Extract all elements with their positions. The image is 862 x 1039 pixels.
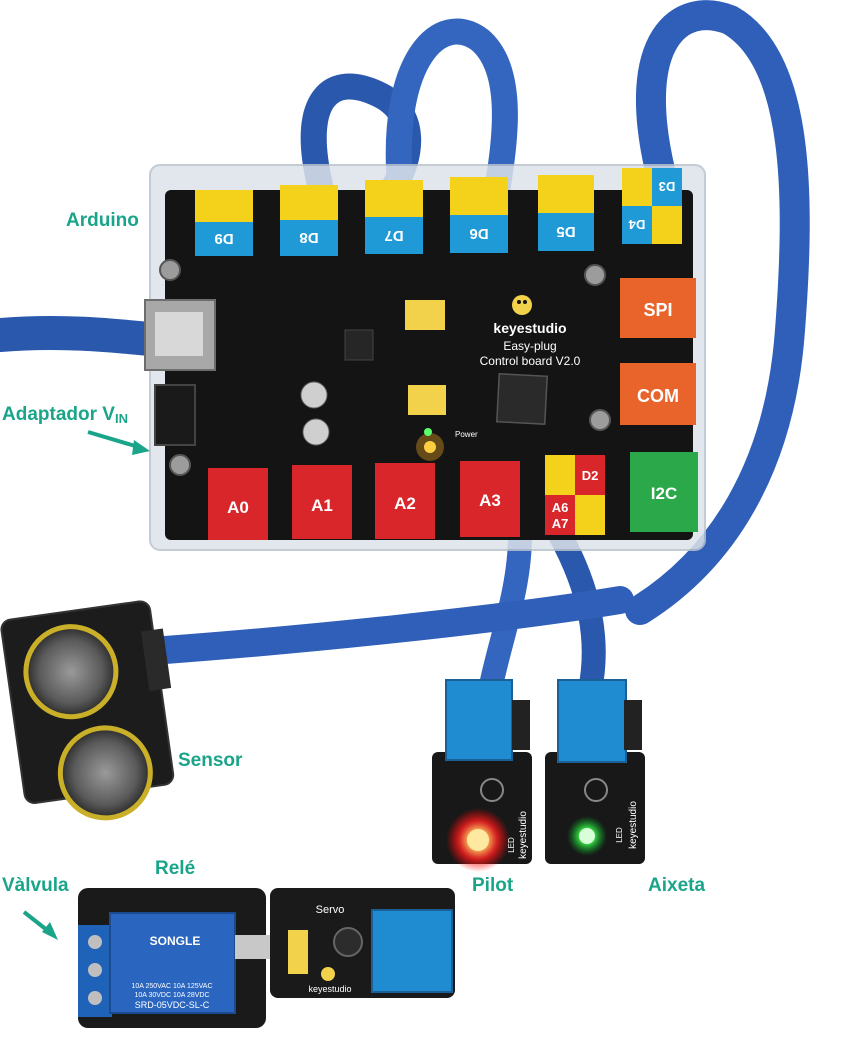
screw-tl [159, 259, 181, 281]
capacitor-2 [302, 418, 330, 446]
port-d6-label: D6 [469, 225, 488, 242]
cable-usb [0, 315, 177, 357]
power-led [424, 441, 436, 453]
servo-label: Servo [316, 904, 345, 916]
led-red-label: LED [507, 837, 516, 853]
label-adapter: Adaptador VIN [2, 404, 128, 426]
port-a3[interactable]: A3 [460, 461, 520, 537]
label-arduino: Arduino [66, 210, 139, 231]
port-d7[interactable]: D7 [365, 180, 423, 254]
relay-brand: SONGLE [150, 934, 201, 948]
servo-logo-icon [321, 967, 335, 981]
led-green-brand: keyestudio [628, 801, 639, 849]
port-a2[interactable]: A2 [375, 463, 435, 539]
relay-module: SONGLE 10A 250VAC 10A 125VAC 10A 30VDC 1… [78, 888, 277, 1028]
port-d3-d4[interactable]: D3 D4 [622, 168, 682, 244]
port-spi[interactable]: SPI [620, 278, 696, 338]
screw-tr [584, 264, 606, 286]
port-d2-label: D2 [582, 468, 599, 483]
arrow-valvula-icon [22, 910, 58, 940]
board-model-line1: Easy-plug [503, 339, 556, 353]
port-d5[interactable]: D5 [538, 175, 594, 251]
ribbon-cables [0, 0, 810, 702]
label-sensor: Sensor [178, 750, 243, 771]
port-i2c[interactable]: I2C [630, 452, 698, 532]
port-d9-label: D9 [214, 230, 233, 247]
top-ports: D9 D8 D7 D6 D5 [195, 168, 682, 256]
port-d8[interactable]: D8 [280, 185, 338, 256]
port-a1[interactable]: A1 [292, 465, 352, 539]
header-pins-1 [405, 300, 445, 330]
port-a7-label: A7 [552, 516, 569, 531]
port-a3-label: A3 [479, 491, 501, 510]
port-d2-a6-a7[interactable]: D2 A6 A7 [545, 455, 605, 535]
led-red-brand: keyestudio [518, 811, 529, 859]
microcontroller-chip [495, 372, 549, 426]
label-adapter-sub: IN [114, 411, 128, 426]
led-green-bulb [579, 828, 595, 844]
port-d3-label: D3 [659, 179, 676, 194]
port-com[interactable]: COM [620, 363, 696, 425]
led-red-bulb [467, 829, 489, 851]
port-d9[interactable]: D9 [195, 190, 253, 256]
cable-d3-loop [625, 0, 810, 625]
power-jack [154, 384, 196, 446]
port-d7-label: D7 [384, 227, 403, 244]
port-a2-label: A2 [394, 494, 416, 513]
relay-body [109, 912, 236, 1014]
port-a0[interactable]: A0 [208, 468, 268, 540]
led-green-label: LED [615, 827, 624, 843]
screw-br [589, 409, 611, 431]
port-a0-label: A0 [227, 498, 249, 517]
relay-spec1: 10A 250VAC 10A 125VAC [131, 983, 212, 990]
board-brand: keyestudio [493, 320, 566, 336]
servo-connector [371, 909, 453, 993]
servo-header [288, 930, 308, 974]
pcb [165, 190, 693, 540]
label-rele: Relé [155, 858, 196, 879]
arrow-adapter-icon [87, 430, 150, 455]
keyestudio-logo-icon [512, 295, 532, 315]
port-d6[interactable]: D6 [450, 177, 508, 253]
led-green-connector [557, 679, 627, 763]
header-pins-2 [408, 385, 446, 415]
port-d8-label: D8 [299, 229, 318, 246]
relay-model: SRD-05VDC-SL-C [135, 1000, 210, 1010]
label-pilot: Pilot [472, 875, 514, 896]
control-board: D9 D8 D7 D6 D5 [144, 164, 706, 551]
port-a6-label: A6 [552, 500, 569, 515]
capacitor-1 [300, 381, 328, 409]
led-red-connector [445, 679, 513, 761]
tx-led [424, 428, 432, 436]
led-module-green: keyestudio LED [545, 679, 645, 864]
sensor-mesh-bottom [57, 725, 153, 821]
port-spi-label: SPI [643, 300, 672, 320]
label-valvula: Vàlvula [2, 875, 69, 896]
power-led-glow [416, 433, 444, 461]
board-power-label: Power [455, 430, 478, 439]
servo-module: Servo keyestudio [270, 888, 455, 998]
board-model-line2: Control board V2.0 [480, 354, 581, 368]
cable-sensor [151, 586, 634, 664]
port-a1-label: A1 [311, 496, 333, 515]
port-i2c-label: I2C [651, 484, 677, 503]
label-adapter-text: Adaptador V [2, 404, 115, 425]
port-com-label: COM [637, 386, 679, 406]
label-aixeta: Aixeta [648, 875, 706, 896]
led-module-red: keyestudio LED [432, 679, 532, 872]
port-d5-label: D5 [556, 223, 575, 240]
ultrasonic-sensor [0, 600, 175, 821]
port-d4-label: D4 [628, 217, 645, 232]
relay-spec2: 10A 30VDC 10A 28VDC [134, 992, 209, 999]
ic-u2 [344, 329, 374, 361]
screw-bl [169, 454, 191, 476]
servo-brand: keyestudio [308, 984, 351, 994]
sensor-mesh-top [23, 624, 119, 720]
cable-d7-loop [385, 18, 518, 198]
